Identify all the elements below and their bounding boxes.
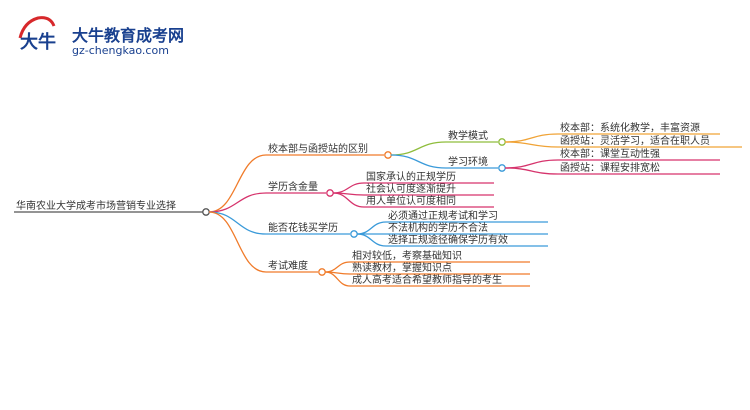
connector-leaf-0-1-1	[504, 167, 559, 175]
leaf-label-0-1-1: 函授站：课程安排宽松	[560, 161, 660, 174]
connector-leaf-2-2	[356, 233, 387, 247]
connector-sub-0	[390, 141, 447, 156]
logo: 大牛 大牛教育成考网 gz-chengkao.com	[14, 8, 204, 57]
connector-branch-3	[208, 211, 267, 273]
leaf-label-2-2: 选择正规途径确保学历有效	[388, 233, 508, 246]
logo-url: gz-chengkao.com	[72, 44, 169, 57]
logo-mark-icon: 大牛	[18, 16, 56, 53]
leaf-label-2-1: 不法机构的学历不合法	[388, 221, 488, 234]
connector-leaf-1-2	[332, 192, 365, 208]
logo-mark-text: 大牛	[20, 31, 56, 53]
leaf-label-1-0: 国家承认的正规学历	[366, 170, 456, 183]
branch-label-2: 能否花钱买学历	[268, 221, 338, 234]
branch-node-0	[384, 151, 392, 159]
branch-label-0: 校本部与函授站的区别	[268, 142, 368, 155]
connector-branch-0	[208, 154, 267, 213]
leaf-label-1-1: 社会认可度逐渐提升	[366, 182, 456, 195]
connector-leaf-2-0	[356, 221, 387, 235]
leaf-label-3-0: 相对较低，考察基础知识	[352, 249, 462, 262]
branch-label-1: 学历含金量	[268, 180, 318, 193]
leaf-label-2-0: 必须通过正规考试和学习	[388, 209, 498, 222]
leaf-label-0-1-0: 校本部：课堂互动性强	[560, 147, 660, 160]
logo-title: 大牛教育成考网	[72, 26, 185, 45]
leaf-label-3-1: 熟读教材，掌握知识点	[352, 261, 452, 274]
branch-node-2	[350, 230, 358, 238]
sub-branch-label-0: 教学模式	[448, 129, 488, 142]
root-label: 华南农业大学成考市场营销专业选择	[16, 199, 176, 212]
sub-branch-label-1: 学习环境	[448, 155, 488, 168]
branch-label-3: 考试难度	[268, 259, 308, 272]
leaf-label-0-0-0: 校本部：系统化教学，丰富资源	[560, 121, 700, 134]
connector-leaf-0-0-1	[504, 141, 559, 148]
connector-leaf-0-1-0	[504, 159, 559, 169]
connector-leaf-1-0	[332, 182, 365, 194]
root-node	[202, 208, 210, 216]
branch-node-1	[326, 189, 334, 197]
connector-leaf-3-2	[324, 271, 351, 287]
connector-leaf-0-0-0	[504, 133, 559, 143]
connector-branch-1	[208, 192, 267, 213]
connector-leaf-3-0	[324, 261, 351, 273]
leaf-label-1-2: 用人单位认可度相同	[366, 194, 456, 207]
leaf-label-3-2: 成人高考适合希望教师指导的考生	[352, 273, 502, 286]
leaf-label-0-0-1: 函授站：灵活学习，适合在职人员	[560, 134, 710, 147]
connector-branch-2	[208, 211, 267, 235]
sub-branch-node-1	[498, 164, 506, 172]
branch-node-3	[318, 268, 326, 276]
connector-sub-1	[390, 154, 447, 169]
sub-branch-node-0	[498, 138, 506, 146]
